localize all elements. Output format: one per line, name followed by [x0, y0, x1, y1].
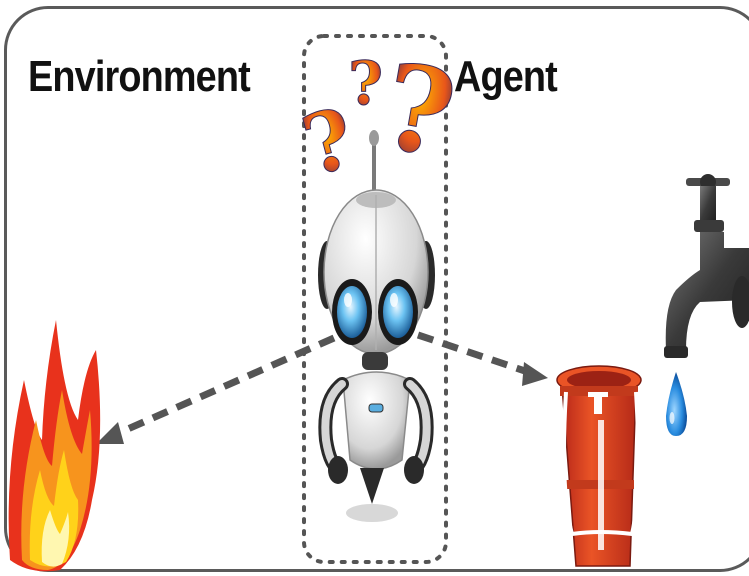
- svg-text:?: ?: [373, 36, 465, 185]
- svg-text:?: ?: [348, 49, 383, 119]
- question-mark-icon: ?: [348, 49, 384, 120]
- bucket-icon: [556, 365, 642, 567]
- outer-frame: [4, 6, 749, 572]
- agent-boundary: [302, 34, 448, 564]
- robot-icon: [318, 130, 435, 522]
- water-tap-icon: [664, 174, 749, 358]
- arrow-to-bucket: [416, 331, 548, 386]
- agent-label: Agent: [454, 52, 558, 101]
- arrow-to-environment: [96, 334, 336, 444]
- environment-label: Environment: [28, 52, 251, 101]
- fire-icon: [8, 320, 101, 572]
- question-mark-icon: ?: [372, 35, 465, 185]
- water-drop-icon: [666, 372, 687, 436]
